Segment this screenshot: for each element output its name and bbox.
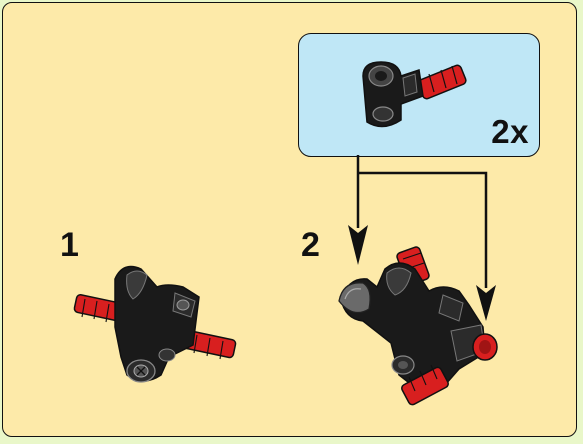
parts-callout: 2x — [298, 33, 540, 157]
quantity-label: 2x — [491, 113, 529, 150]
step-2-assembly-icon — [338, 246, 498, 406]
arrow-lines — [348, 155, 496, 321]
step-number-1: 1 — [60, 226, 79, 264]
red-axle-icon — [401, 364, 449, 406]
arrow-right — [358, 171, 496, 321]
step-number-2: 2 — [301, 226, 320, 264]
single-part-icon — [362, 61, 467, 128]
black-connector-icon — [114, 265, 200, 383]
red-axle-end-icon — [472, 333, 498, 361]
black-connector-icon — [362, 61, 424, 128]
arrow-left — [348, 155, 368, 265]
step-1-assembly-icon — [73, 265, 237, 383]
instruction-panel: 2x 1 — [2, 2, 577, 437]
black-connector-icon — [338, 262, 486, 390]
